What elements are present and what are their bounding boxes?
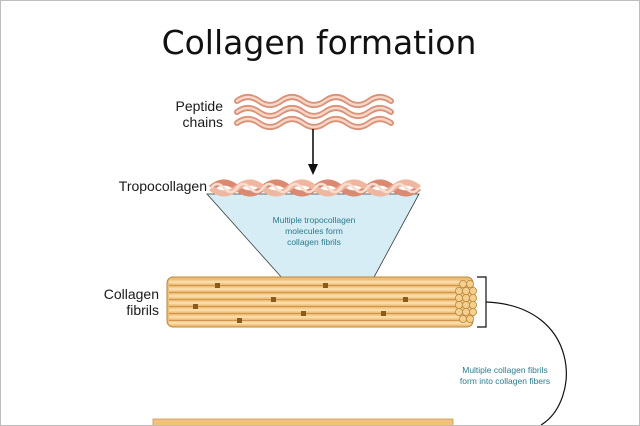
connector-curve — [485, 301, 567, 425]
peptide-chains-label-line1: Peptide — [176, 98, 224, 114]
tropocollagen-note-line1: Multiple tropocollagen — [273, 215, 356, 225]
down-arrow-icon — [308, 129, 318, 175]
collagen-fiber-partial — [152, 418, 454, 425]
peptide-chains-label-line2: chains — [183, 114, 223, 130]
fiber-note-line2: form into collagen fibers — [460, 376, 550, 386]
tropocollagen-note-line3: collagen fibrils — [287, 237, 341, 247]
peptide-chains-group — [234, 94, 394, 130]
collagen-fibrils-label-line2: fibrils — [126, 302, 159, 318]
tropocollagen-note-line2: molecules form — [285, 226, 343, 236]
page-title: Collagen formation — [162, 23, 477, 62]
tropocollagen-helix — [209, 179, 421, 197]
fiber-note-line1: Multiple collagen fibrils — [462, 365, 548, 375]
collagen-fibrils-label-line1: Collagen — [104, 286, 159, 302]
tropocollagen-label: Tropocollagen — [119, 178, 207, 194]
fibril-bracket — [477, 276, 487, 328]
collagen-fibril-bundle — [166, 276, 477, 328]
